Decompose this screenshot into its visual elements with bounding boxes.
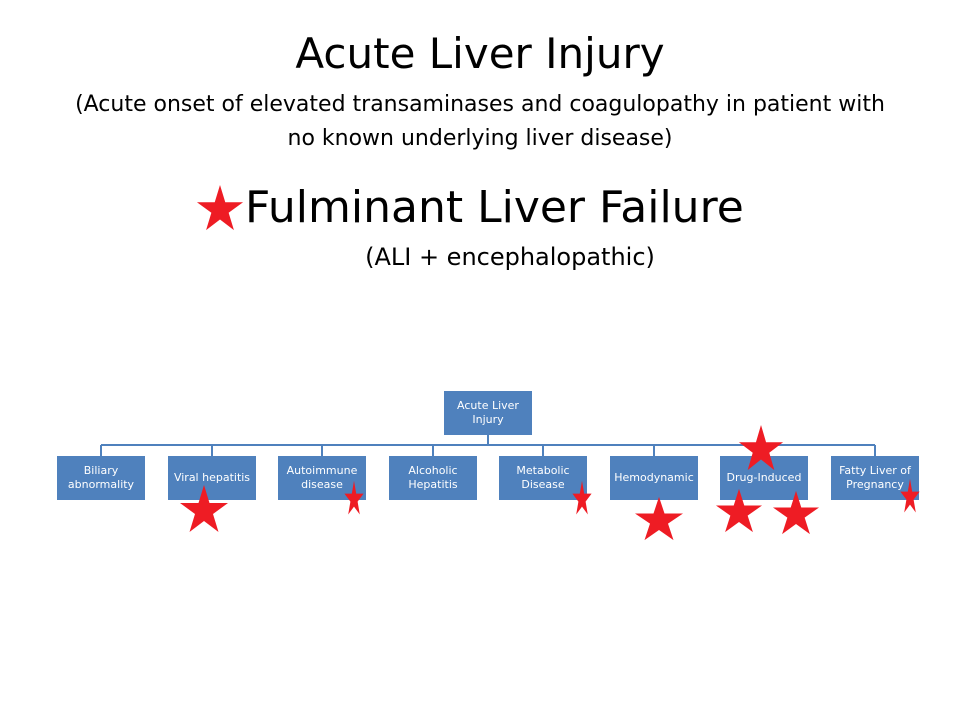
star-icon [900,478,920,513]
node-fatty-liver-of-pregnancy: Fatty Liver of Pregnancy [831,456,919,500]
node-acute-liver-injury: Acute Liver Injury [444,391,532,435]
star-icon [180,485,228,532]
page-subtitle: (Acute onset of elevated transaminases a… [75,92,885,151]
node-hemodynamic: Hemodynamic [610,456,698,500]
node-metabolic-disease: Metabolic Disease [499,456,587,500]
star-icon [572,480,592,515]
heading-fulminant-liver-failure: Fulminant Liver Failure [245,182,744,233]
page-title: Acute Liver Injury [295,29,665,78]
node-drug-induced: Drug-Induced [720,456,808,500]
node-viral-hepatitis: Viral hepatitis [168,456,256,500]
star-icon [344,480,364,515]
node-biliary-abnormality: Biliary abnormality [57,456,145,500]
star-icon [635,496,683,541]
star-icon [715,488,763,533]
star-icon [772,490,820,535]
star-icon [738,424,784,471]
node-alcoholic-hepatitis: Alcoholic Hepatitis [389,456,477,500]
star-icon [196,184,244,231]
heading-subtitle: (ALI + encephalopathic) [365,243,655,271]
node-autoimmune-disease: Autoimmune disease [278,456,366,500]
